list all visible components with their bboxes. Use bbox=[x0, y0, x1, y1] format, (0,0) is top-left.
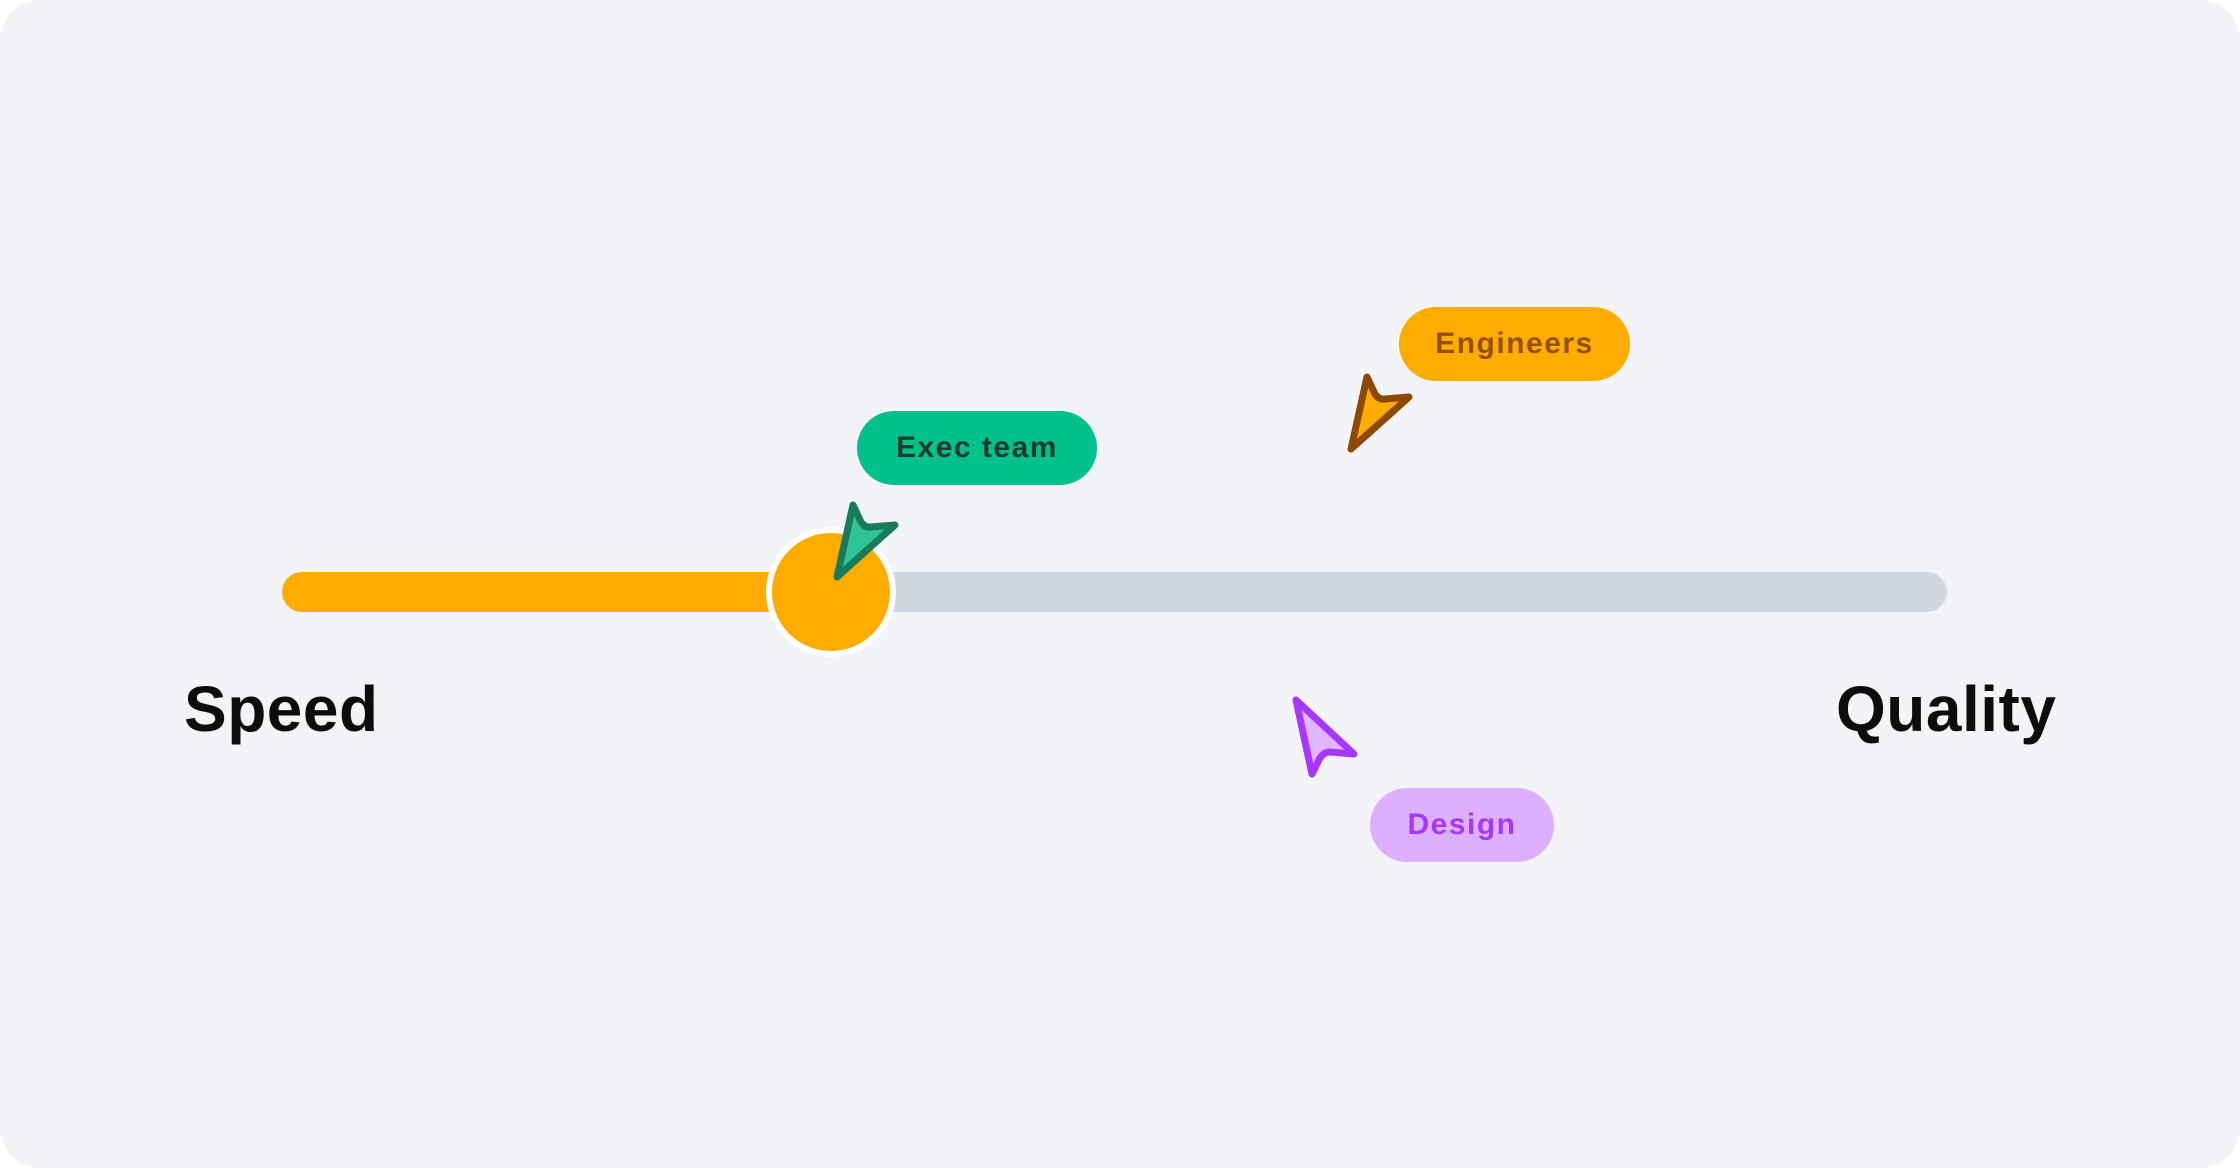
design-arrow-cursor-icon bbox=[1292, 696, 1358, 778]
slider-max-label: Quality bbox=[1836, 673, 2057, 745]
design-tag: Design bbox=[1370, 788, 1554, 862]
slider-fill bbox=[282, 572, 832, 612]
exec-team-tag: Exec team bbox=[857, 411, 1097, 485]
exec-team-arrow-cursor-icon bbox=[833, 501, 899, 581]
engineers-arrow-cursor-icon bbox=[1347, 373, 1413, 453]
slider-min-label: Speed bbox=[184, 673, 379, 745]
engineers-tag: Engineers bbox=[1399, 307, 1630, 381]
slider-track[interactable] bbox=[282, 572, 1947, 612]
slider-thumb[interactable] bbox=[766, 527, 897, 657]
